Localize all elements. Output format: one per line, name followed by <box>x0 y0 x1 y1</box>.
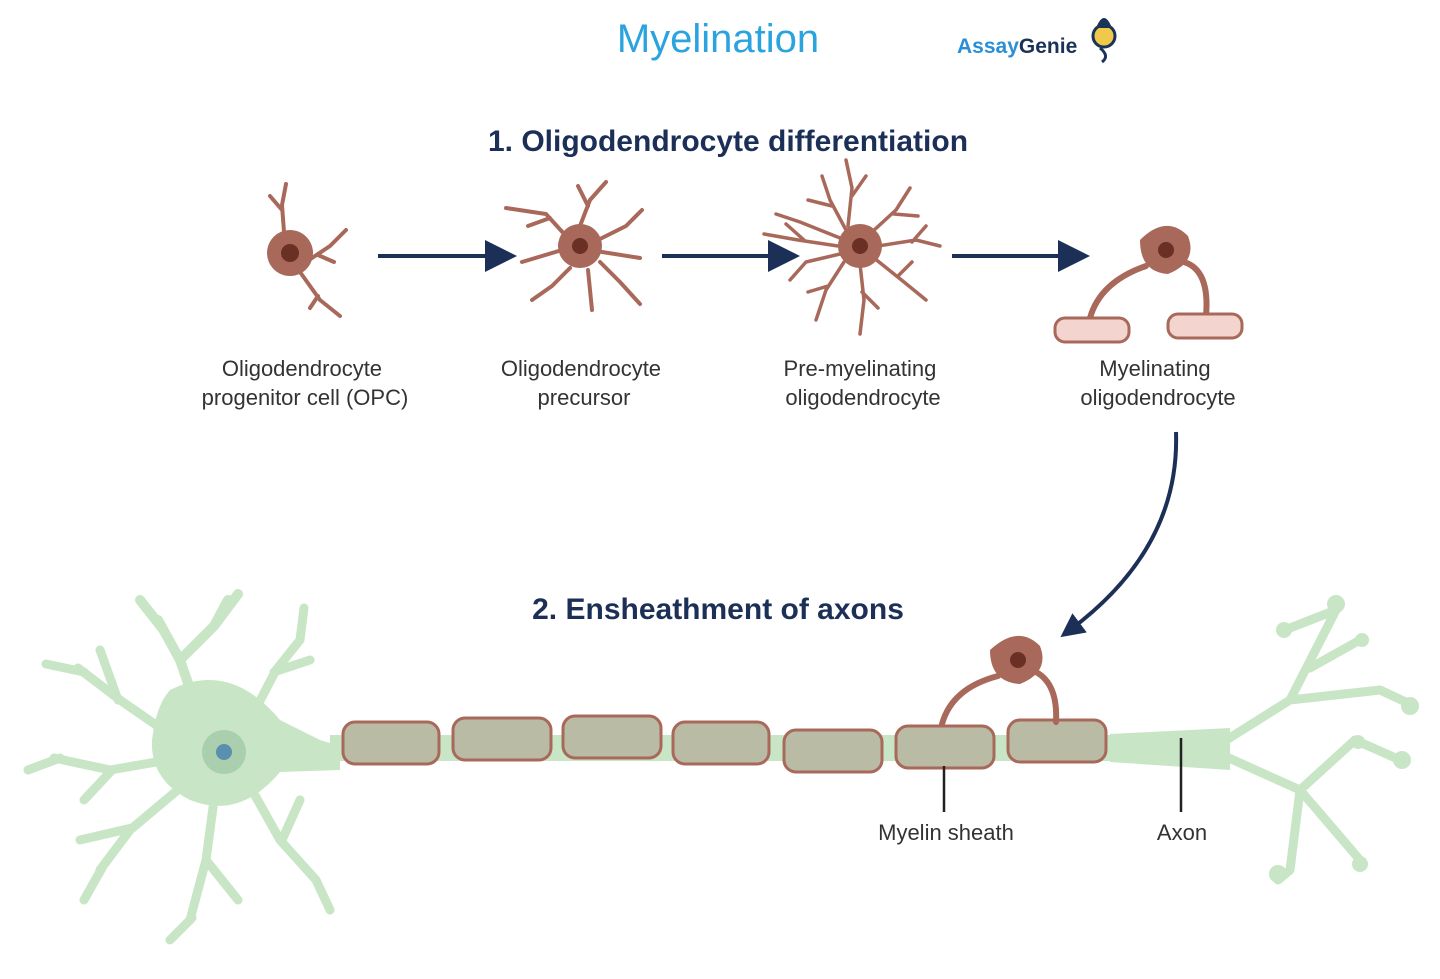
assay-genie-logo: AssayGenie <box>957 18 1117 64</box>
stage-label-myelinating-line1: Myelinating <box>1099 356 1210 381</box>
myelin-sheath-label: Myelin sheath <box>878 820 1014 845</box>
stage-label-precursor-line1: Oligodendrocyte <box>501 356 661 381</box>
stage-label-precursor-line2: precursor <box>538 385 631 410</box>
axon-terminal-base <box>1110 728 1230 770</box>
logo-text-genie: Genie <box>1019 35 1077 58</box>
stage-label-opc-line1: Oligodendrocyte <box>222 356 382 381</box>
myelin-segment <box>451 716 553 762</box>
myelin-segment <box>341 720 441 766</box>
ensheathing-oligodendrocyte-icon <box>939 635 1060 727</box>
stage-label-precursor: Oligodendrocyte precursor <box>501 356 667 410</box>
myelin-sheaths <box>341 714 1108 774</box>
stage-label-pre-myelinating-line1: Pre-myelinating <box>784 356 937 381</box>
stage-label-opc-line2: progenitor cell (OPC) <box>202 385 409 410</box>
myelin-segment <box>782 728 884 774</box>
stage-label-myelinating-line2: oligodendrocyte <box>1080 385 1235 410</box>
neuron-icon <box>23 589 1419 945</box>
svg-text:AssayGenie: AssayGenie <box>957 35 1077 58</box>
neuron-soma <box>151 680 340 806</box>
stage-label-myelinating: Myelinating oligodendrocyte <box>1080 356 1235 410</box>
logo-text-assay: Assay <box>957 35 1019 58</box>
stage-label-opc: Oligodendrocyte progenitor cell (OPC) <box>202 356 409 410</box>
axon-label: Axon <box>1157 820 1207 845</box>
myelinating-cell-icon <box>1053 225 1244 344</box>
genie-lamp-icon <box>1091 18 1117 64</box>
page-title: Myelination <box>617 17 819 61</box>
section2-heading: 2. Ensheathment of axons <box>532 593 904 626</box>
myelin-segment <box>671 720 771 766</box>
opc-cell-icon <box>267 182 348 318</box>
stage-label-pre-myelinating-line2: oligodendrocyte <box>785 385 940 410</box>
myelin-segment <box>561 714 663 760</box>
section1-heading: 1. Oligodendrocyte differentiation <box>488 125 968 158</box>
pre-myelinating-cell-icon <box>762 158 942 336</box>
myelin-segment <box>1006 718 1108 764</box>
neuron-nucleolus <box>216 744 232 760</box>
axon-terminals <box>1215 595 1419 885</box>
stage-label-pre-myelinating: Pre-myelinating oligodendrocyte <box>784 356 943 410</box>
precursor-cell-icon <box>504 180 644 312</box>
ensheathment-curved-arrow <box>1060 431 1179 638</box>
myelin-segment <box>894 724 996 770</box>
